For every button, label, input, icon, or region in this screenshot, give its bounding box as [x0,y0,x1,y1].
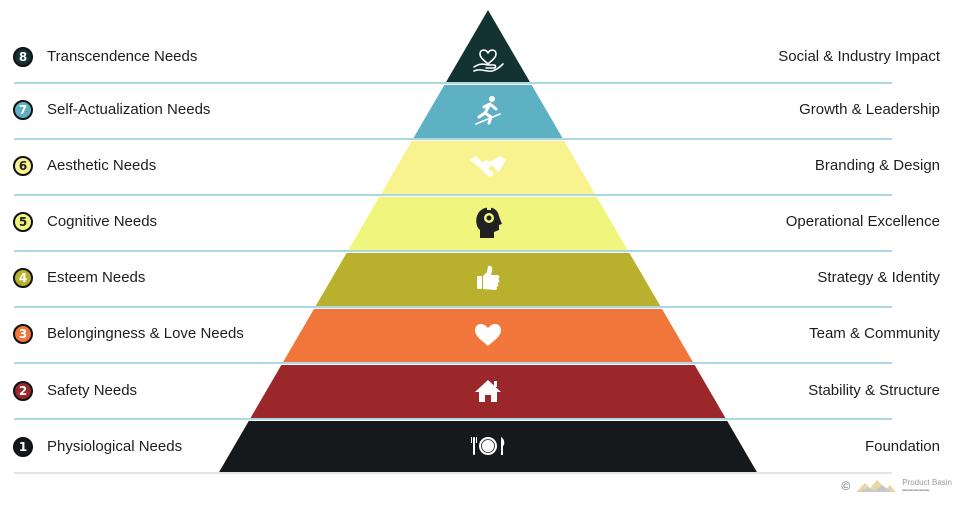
level-number: 3 [18,327,28,341]
business-label-operational: Operational Excellence [785,213,940,230]
copyright-symbol: © [841,478,851,493]
level-number: 1 [18,440,28,454]
divider-lines [14,82,892,474]
heart-icon [475,323,501,346]
business-label-stability: Stability & Structure [808,382,940,399]
level-badge-5: 5 [13,212,33,232]
level-badge-6: 6 [13,156,33,176]
dinner-plate-icon [471,437,505,455]
pyramid-layer-8 [446,10,530,82]
business-label-branding: Branding & Design [814,157,940,174]
thumbs-up-icon [477,265,500,290]
need-label-esteem: Esteem Needs [47,269,146,286]
business-label-foundation: Foundation [864,438,940,455]
need-label-belongingness: Belongingness & Love Needs [47,325,244,342]
level-badge-1: 1 [13,437,33,457]
pyramid-icons [470,49,506,455]
level-number: 2 [18,384,28,398]
need-label-cognitive: Cognitive Needs [47,213,158,230]
runner-icon [475,96,501,125]
need-label-aesthetic: Aesthetic Needs [47,157,157,174]
footer-credit: © Product Basin ▬▬▬▬▬ [841,478,952,493]
level-number: 5 [18,215,28,229]
level-badge-4: 4 [13,268,33,288]
heart-in-hand-icon [473,49,504,72]
brand-tagline-mark: ▬▬▬▬▬ [902,487,930,493]
pyramid-layers [219,10,757,472]
need-label-self-actualization: Self-Actualization Needs [47,101,211,118]
level-number: 8 [18,50,28,64]
need-label-safety: Safety Needs [47,382,138,399]
level-number: 7 [18,103,28,117]
level-badge-3: 3 [13,324,33,344]
house-icon [475,380,501,402]
level-badge-7: 7 [13,100,33,120]
level-number: 4 [18,271,28,285]
need-label-transcendence: Transcendence Needs [47,48,198,65]
pyramid-layer-7 [413,85,563,138]
business-label-impact: Social & Industry Impact [778,48,940,65]
mountain-logo-icon [856,479,897,492]
business-label-growth: Growth & Leadership [799,101,940,118]
head-idea-icon [476,206,502,238]
level-badge-2: 2 [13,381,33,401]
business-label-strategy: Strategy & Identity [817,269,940,286]
business-label-team: Team & Community [809,325,940,342]
brand-name: Product Basin [902,478,952,487]
level-number: 6 [18,159,28,173]
need-label-physiological: Physiological Needs [47,438,183,455]
brand-block: Product Basin ▬▬▬▬▬ [902,478,952,493]
handshake-icon [470,156,506,177]
level-badge-8: 8 [13,47,33,67]
